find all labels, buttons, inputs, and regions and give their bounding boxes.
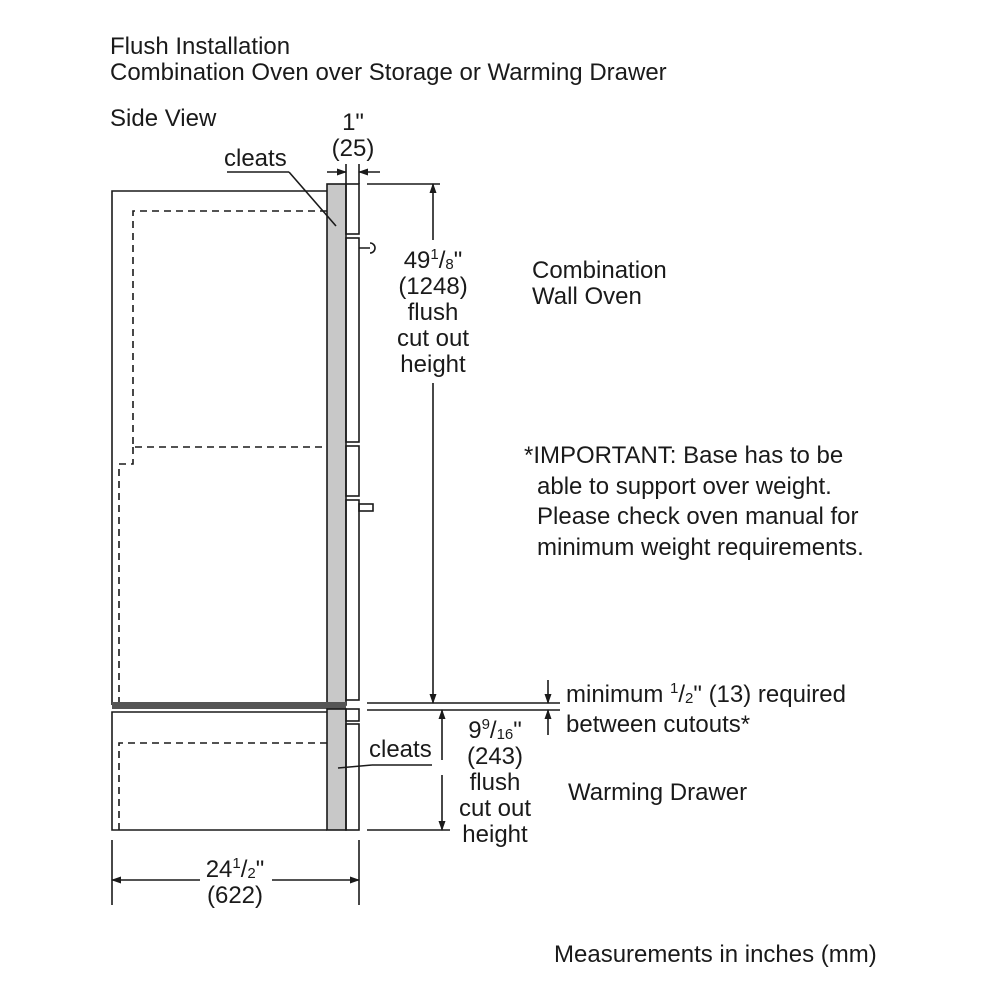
cleats-bottom-leader xyxy=(337,764,432,769)
important-note-line-1: *IMPORTANT: Base has to be xyxy=(524,442,844,469)
drawer-cutout-mm: (243) xyxy=(466,743,524,770)
important-note-line-4: minimum weight requirements. xyxy=(537,534,864,561)
oven-cutout-inches: 491/8" xyxy=(403,246,463,274)
drawer-cutout-inches: 99/16" xyxy=(468,716,522,744)
oven-cutout-line-2: cut out xyxy=(396,325,470,352)
drawer-cutout-dimension xyxy=(367,709,450,831)
important-note-line-2: able to support over weight. xyxy=(537,473,832,500)
title-line-1: Flush Installation xyxy=(110,33,291,60)
upper-cabinet-hidden-lines xyxy=(118,210,327,705)
upper-cabinet-outline xyxy=(111,190,327,706)
important-note-line-3: Please check oven manual for xyxy=(537,503,859,530)
oven-front-panels xyxy=(345,183,360,701)
front-thickness-mm: (25) xyxy=(331,135,375,162)
oven-handles xyxy=(358,242,376,512)
oven-cutout-line-3: height xyxy=(400,351,466,378)
cleats-top-label: cleats xyxy=(224,145,287,172)
oven-cutout-mm: (1248) xyxy=(398,273,468,300)
depth-mm: (622) xyxy=(206,882,264,909)
oven-cutout-line-1: flush xyxy=(407,299,459,326)
lower-cabinet-outline xyxy=(111,711,327,831)
drawer-cutout-line-1: flush xyxy=(469,769,521,796)
depth-dimension xyxy=(111,840,360,905)
cleats-top-leader xyxy=(227,171,337,227)
drawer-cutout-line-2: cut out xyxy=(458,795,532,822)
lower-cleat xyxy=(326,708,347,831)
lower-cabinet-hidden-lines xyxy=(118,742,327,830)
min-gap-dimension xyxy=(367,680,560,735)
warming-drawer-label: Warming Drawer xyxy=(568,779,748,806)
combination-wall-oven-label-1: Combination xyxy=(532,257,667,284)
base-shelf xyxy=(112,702,346,709)
depth-inches: 241/2" xyxy=(205,855,265,883)
drawer-cutout-line-3: height xyxy=(462,821,528,848)
upper-cleat xyxy=(326,183,347,706)
min-gap-line-2: between cutouts* xyxy=(566,711,751,738)
title-line-2: Combination Oven over Storage or Warming… xyxy=(110,59,667,86)
view-label: Side View xyxy=(110,105,217,132)
drawer-front-panels xyxy=(345,708,360,831)
front-thickness-inches: 1" xyxy=(342,109,364,136)
footer-measurements-note: Measurements in inches (mm) xyxy=(554,941,877,968)
oven-cutout-dimension xyxy=(367,183,560,704)
min-gap-line-1: minimum 1/2" (13) required xyxy=(566,680,846,708)
front-thickness-dimension xyxy=(327,164,380,184)
cleats-bottom-label: cleats xyxy=(369,736,432,763)
combination-wall-oven-label-2: Wall Oven xyxy=(532,283,642,310)
